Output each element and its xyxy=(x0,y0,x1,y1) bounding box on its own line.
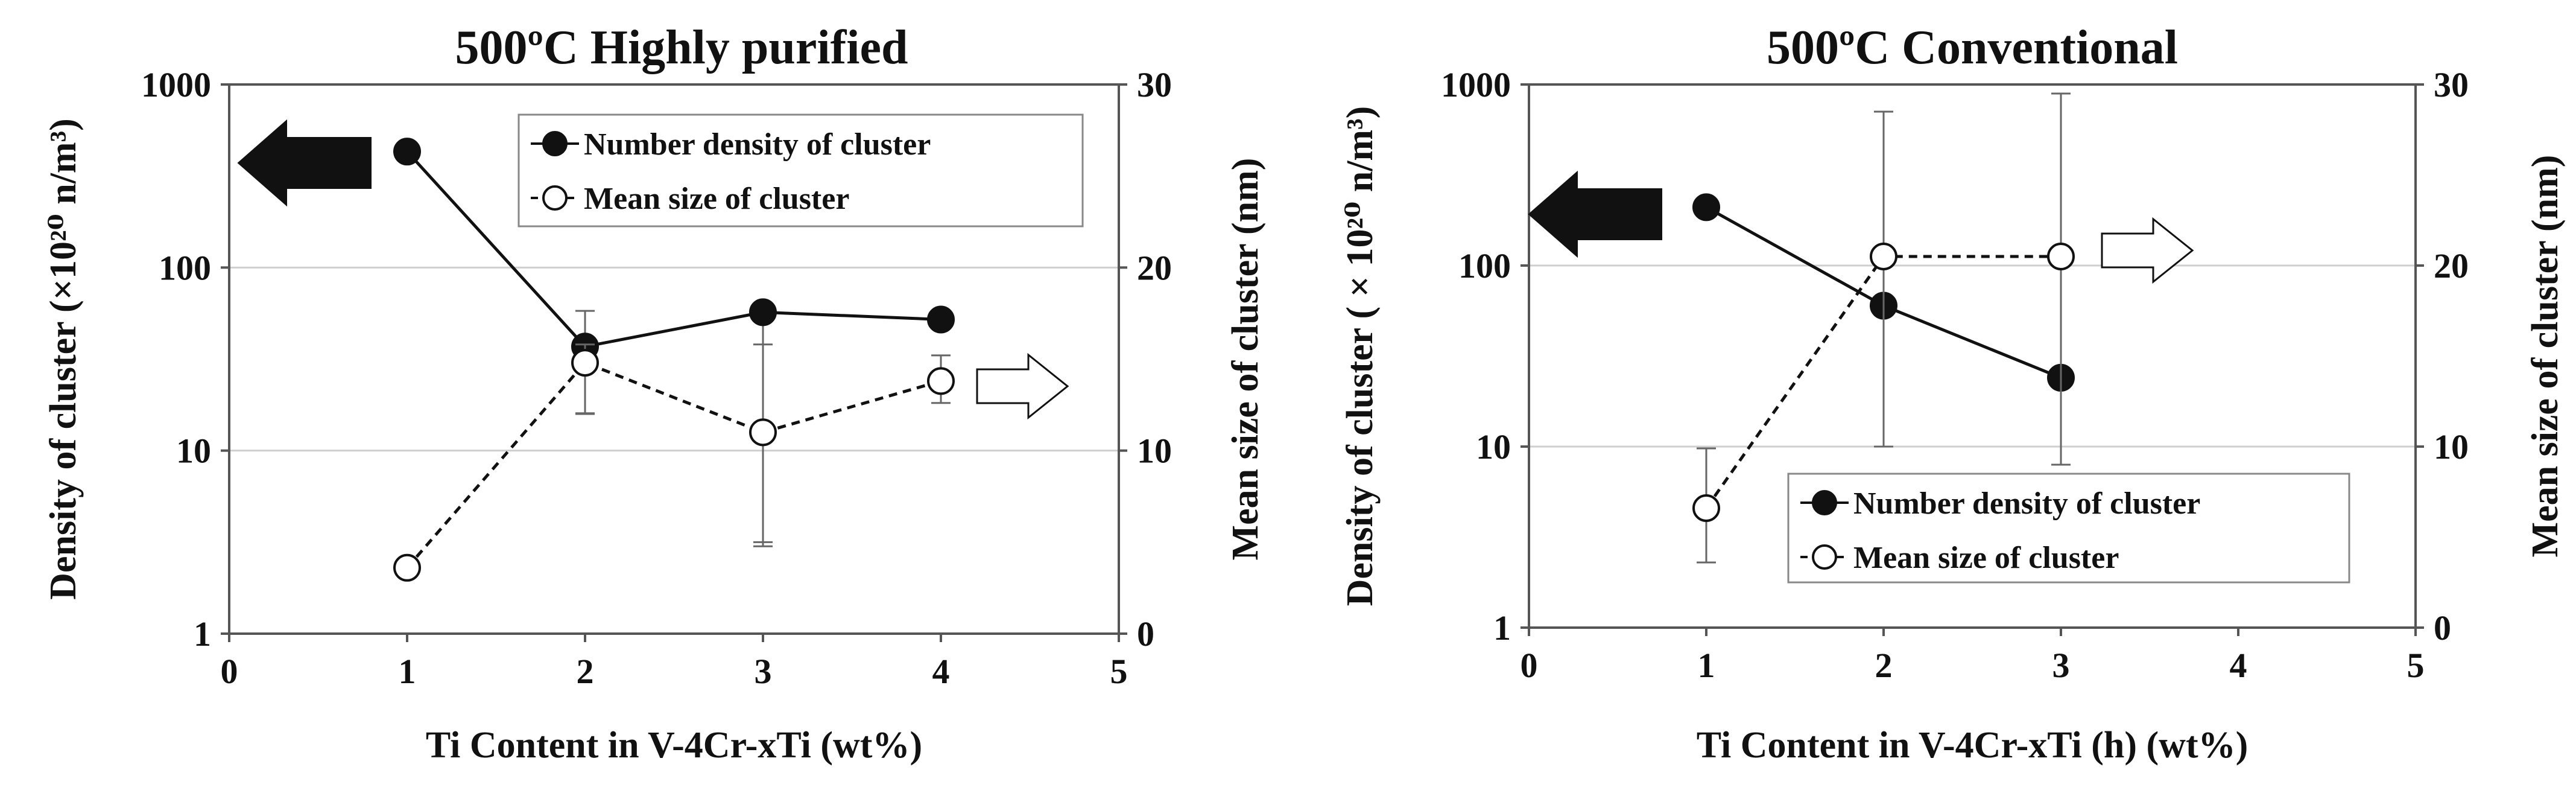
chart-title: 500ºC Highly purified xyxy=(455,21,908,74)
legend-entry-density: Number density of cluster xyxy=(584,127,931,162)
x-tick-label: 3 xyxy=(2052,646,2070,685)
y-tick-label: 10 xyxy=(1476,427,1511,466)
size-data-point xyxy=(2047,243,2075,270)
chart-title: 500ºC Conventional xyxy=(1767,21,2178,74)
legend-box xyxy=(1787,473,2350,584)
legend-entry-size: Mean size of cluster xyxy=(1853,541,2119,575)
size-data-point xyxy=(749,418,777,447)
size-data-point xyxy=(927,367,955,395)
density-data-point xyxy=(393,138,421,166)
x-tick-label: 2 xyxy=(1875,646,1893,685)
plot-frame xyxy=(1528,83,2417,629)
size-data-point xyxy=(1692,494,1720,522)
size-data-point xyxy=(1870,243,1897,270)
x-axis-label: Ti Content in V-4Cr-xTi (wt%) xyxy=(426,725,922,766)
density-data-point xyxy=(927,305,955,334)
y2-tick-label: 10 xyxy=(1137,431,1172,471)
size-series-line xyxy=(406,361,941,569)
x-tick-label: 5 xyxy=(1110,652,1128,691)
x-tick-label: 2 xyxy=(577,652,594,691)
x-tick-label: 5 xyxy=(2407,646,2425,685)
y-tick-label: 100 xyxy=(1458,246,1511,285)
x-tick-label: 4 xyxy=(932,652,950,691)
y-tick-label: 100 xyxy=(159,248,211,287)
y-tick-label: 1 xyxy=(194,614,211,654)
x-tick-label: 1 xyxy=(1698,646,1715,685)
legend-filled-marker xyxy=(1812,490,1837,515)
x-tick-label: 3 xyxy=(755,652,772,691)
y-axis-label: Density of cluster ( × 10²⁰ n/m³) xyxy=(1340,106,1381,607)
x-tick-label: 1 xyxy=(399,652,416,691)
y2-tick-label: 0 xyxy=(2434,608,2451,648)
x-tick-label: 0 xyxy=(221,652,238,691)
y2-tick-label: 0 xyxy=(1137,614,1154,654)
legend-open-marker xyxy=(542,185,568,211)
plot-frame xyxy=(228,83,1120,635)
y2-axis-label: Mean size of cluster (nm) xyxy=(1225,158,1266,561)
x-tick-label: 4 xyxy=(2230,646,2247,685)
y-axis-label: Density of cluster (×10²⁰ n/m³) xyxy=(43,118,84,600)
size-data-point xyxy=(571,349,599,377)
legend-entry-size: Mean size of cluster xyxy=(584,182,849,216)
legend-open-marker xyxy=(1812,544,1837,570)
x-axis-label: Ti Content in V-4Cr-xTi (h) (wt%) xyxy=(1697,725,2248,766)
y2-tick-label: 10 xyxy=(2434,427,2469,466)
right-axis-arrow-icon xyxy=(2101,217,2194,284)
y2-tick-label: 30 xyxy=(1137,65,1172,104)
left-axis-arrow-icon xyxy=(1528,170,1662,258)
right-axis-arrow-icon xyxy=(976,352,1069,420)
y2-tick-label: 20 xyxy=(2434,246,2469,285)
legend-box xyxy=(517,113,1084,228)
y-tick-label: 10 xyxy=(176,431,211,471)
y2-tick-label: 20 xyxy=(1137,248,1172,287)
y-tick-label: 1000 xyxy=(141,65,211,104)
density-data-point xyxy=(1692,193,1720,221)
legend-filled-marker xyxy=(542,131,568,156)
x-tick-label: 0 xyxy=(1521,646,1538,685)
y-tick-label: 1 xyxy=(1493,608,1511,648)
y2-axis-label: Mean size of cluster (nm) xyxy=(2525,155,2566,558)
density-series-line xyxy=(406,150,941,349)
legend-entry-density: Number density of cluster xyxy=(1853,486,2200,521)
density-data-point xyxy=(749,298,777,326)
left-axis-arrow-icon xyxy=(237,119,372,207)
size-data-point xyxy=(393,553,421,582)
y-tick-label: 1000 xyxy=(1441,65,1511,104)
y2-tick-label: 30 xyxy=(2434,65,2469,104)
